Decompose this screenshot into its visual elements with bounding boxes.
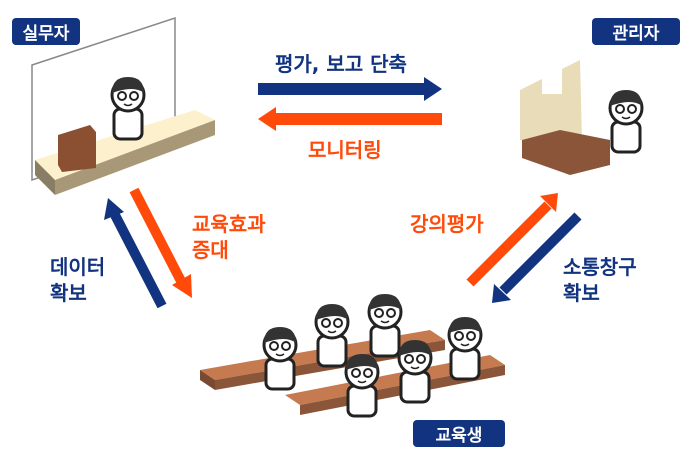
- role-label-students: 교육생: [413, 420, 505, 447]
- flow-label-education-effect-2: 증대: [192, 238, 229, 262]
- students-scene: [200, 292, 505, 418]
- role-label-practitioner: 실무자: [12, 18, 80, 45]
- arrow-manager-to-students: [492, 212, 582, 303]
- flow-label-education-effect-1: 교육효과: [192, 212, 266, 236]
- manager-figure: [608, 88, 644, 154]
- flow-label-communication-1: 소통창구: [563, 255, 637, 279]
- student-figure: [397, 338, 433, 404]
- flow-label-monitoring: 모니터링: [308, 138, 382, 162]
- student-figure: [314, 302, 350, 368]
- podium: [58, 125, 96, 172]
- arrow-practitioner-to-manager: [258, 77, 442, 101]
- arrow-students-to-manager: [466, 193, 558, 287]
- student-figure: [344, 352, 380, 418]
- classroom-scene: [31, 16, 215, 195]
- student-figure: [367, 292, 403, 358]
- flow-label-data-2: 확보: [50, 281, 87, 305]
- flow-label-communication-2: 확보: [563, 281, 600, 305]
- arrow-practitioner-to-students: [129, 187, 192, 298]
- flow-label-data-1: 데이터: [50, 255, 106, 279]
- student-figure: [447, 315, 483, 381]
- arrow-students-to-practitioner: [104, 198, 167, 309]
- practitioner-figure: [110, 75, 146, 141]
- flow-label-lecture-evaluation: 강의평가: [410, 212, 484, 236]
- role-label-manager: 관리자: [592, 18, 680, 45]
- arrow-manager-to-practitioner: [258, 107, 442, 131]
- manager-desk: [522, 130, 610, 175]
- student-figure: [262, 325, 298, 391]
- office-scene: [520, 60, 644, 175]
- office-wall: [520, 60, 582, 140]
- flow-label-evaluation-report: 평가, 보고 단축: [275, 52, 407, 76]
